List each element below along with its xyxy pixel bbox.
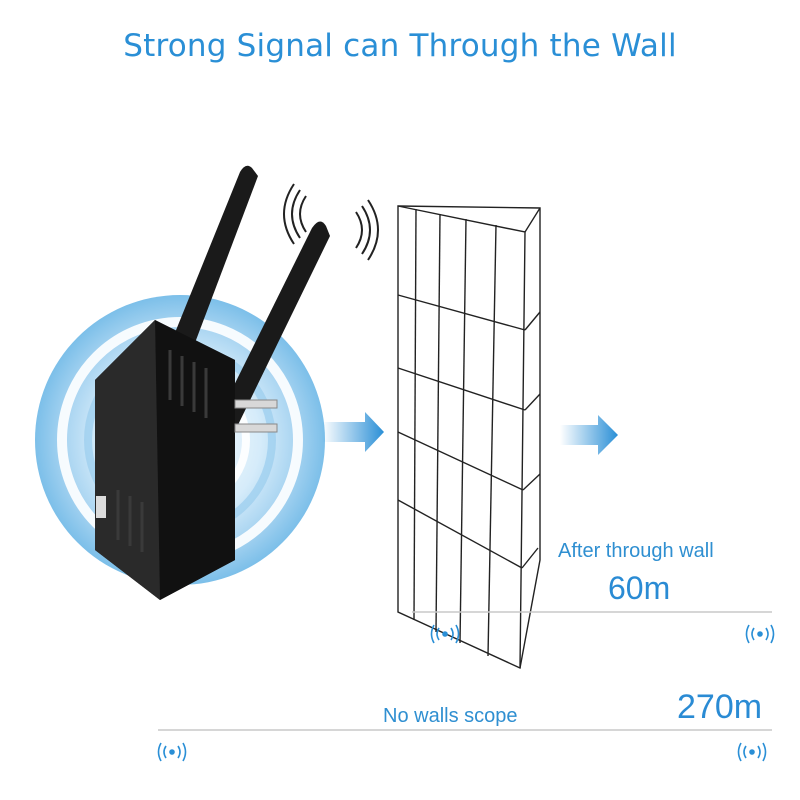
title: Strong Signal can Through the Wall (123, 28, 677, 64)
signal-icon (745, 624, 775, 644)
no-walls-distance: 270m (677, 688, 763, 726)
after-wall-distance: 60m (608, 570, 671, 606)
no-walls-label: No walls scope (383, 705, 518, 727)
arrow-right-icon (560, 415, 618, 455)
signal-icon (737, 742, 767, 762)
wifi-repeater-device (95, 165, 330, 600)
arrow-right-icon (322, 412, 384, 452)
wall-wireframe (397, 205, 541, 670)
wifi-waves-icon (283, 183, 379, 261)
signal-icon (157, 742, 187, 762)
after-wall-label: After through wall (558, 540, 714, 562)
signal-icon (430, 624, 460, 644)
